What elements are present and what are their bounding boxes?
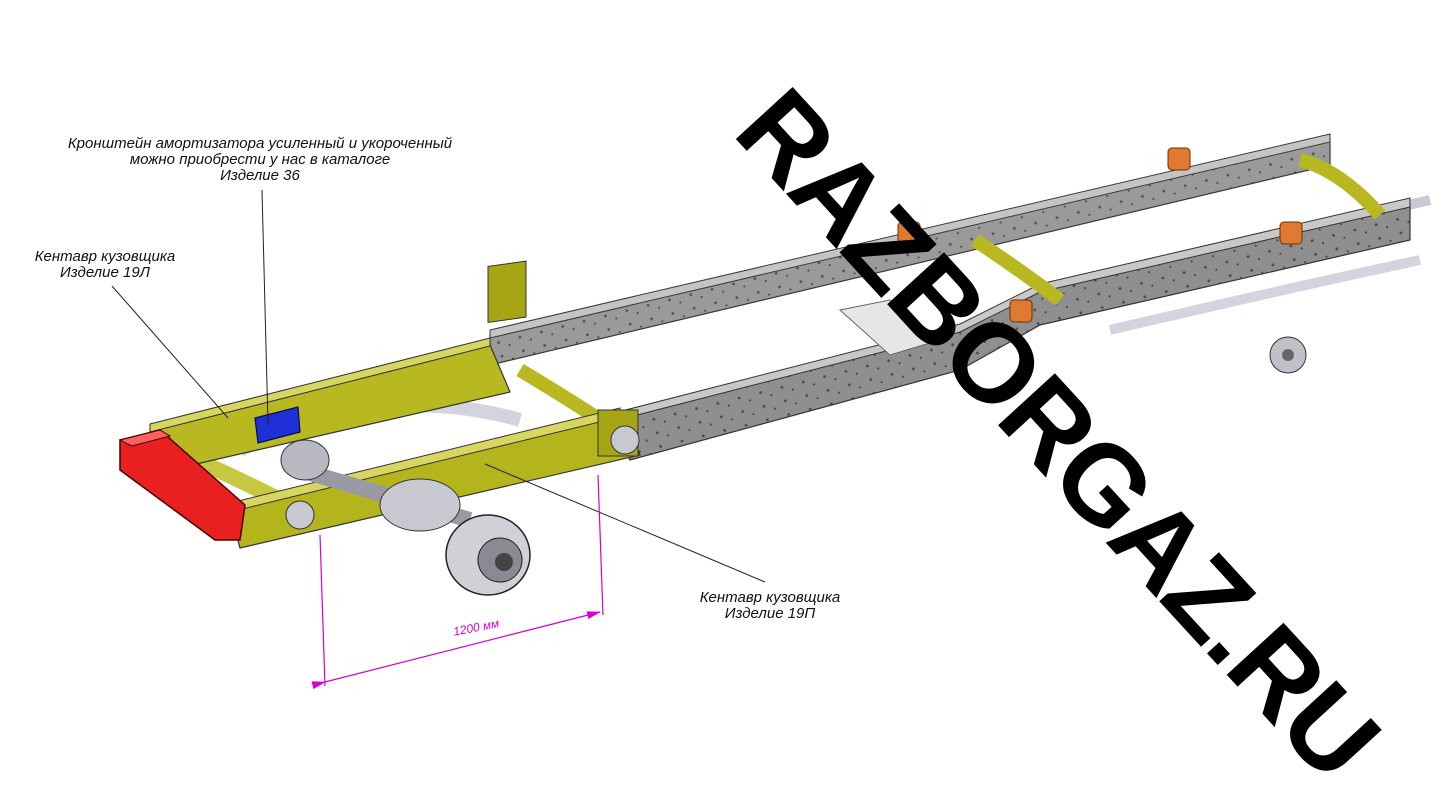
extension-joint-left — [487, 260, 527, 323]
shock-bracket — [254, 406, 301, 444]
right-part-label: Кентавр кузовщика Изделие 19П — [675, 590, 865, 622]
dimension-extension-right — [597, 474, 604, 616]
dimension-extension-left — [319, 534, 326, 687]
leader-left-part — [111, 285, 229, 419]
dimension-line — [311, 611, 601, 690]
right-part-label-line1: Кентавр кузовщика — [699, 589, 841, 606]
bump-stops — [897, 147, 1303, 323]
left-part-label: Кентавр кузовщика Изделие 19Л — [10, 249, 200, 281]
rear-spring-eye — [285, 500, 315, 530]
wheelbase-dimension — [311, 474, 604, 690]
bracket-label: Кронштейн амортизатора усиленный и укоро… — [25, 136, 495, 184]
brake-drum-left — [280, 439, 330, 481]
bump-stop-3 — [897, 221, 921, 245]
bump-stop-4 — [1009, 299, 1033, 323]
bracket-label-line2: можно приобрести у нас в каталоге — [129, 151, 391, 168]
leader-lines — [111, 189, 766, 583]
bump-stop-2 — [1279, 221, 1303, 245]
right-rail-top-flange — [609, 197, 1411, 423]
right-frame-rail — [609, 197, 1411, 461]
bump-stop-1 — [1167, 147, 1191, 171]
front-right-leaf-spring — [1108, 255, 1422, 335]
right-part-label-line2: Изделие 19П — [724, 605, 816, 622]
front-hub-center — [1282, 349, 1294, 361]
right-rail-holes — [610, 205, 1410, 460]
left-part-label-line2: Изделие 19Л — [60, 264, 150, 281]
middle-cross-plate — [838, 299, 942, 356]
shock-bracket-body — [254, 406, 301, 444]
leader-bracket — [261, 189, 269, 426]
leader-right-part — [484, 463, 766, 583]
differential — [379, 478, 461, 532]
bracket-label-line3: Изделие 36 — [220, 167, 300, 184]
mid-cross-tube — [971, 234, 1065, 306]
rear-crossmember — [118, 429, 246, 541]
left-rail-holes — [490, 140, 1330, 365]
hub-center — [495, 553, 513, 571]
front-hub — [1269, 336, 1307, 374]
rear-axle — [280, 425, 640, 596]
rear-crossmember-top — [118, 429, 172, 447]
rear-spring-eye-2 — [610, 425, 640, 455]
left-part-label-line1: Кентавр кузовщика — [34, 248, 176, 265]
front-cross-tube — [1298, 153, 1386, 220]
bracket-label-line1: Кронштейн амортизатора усиленный и укоро… — [67, 135, 453, 152]
left-extension-top — [149, 337, 491, 433]
chassis-diagram — [111, 133, 1432, 690]
rear-cross-tube — [516, 363, 604, 426]
